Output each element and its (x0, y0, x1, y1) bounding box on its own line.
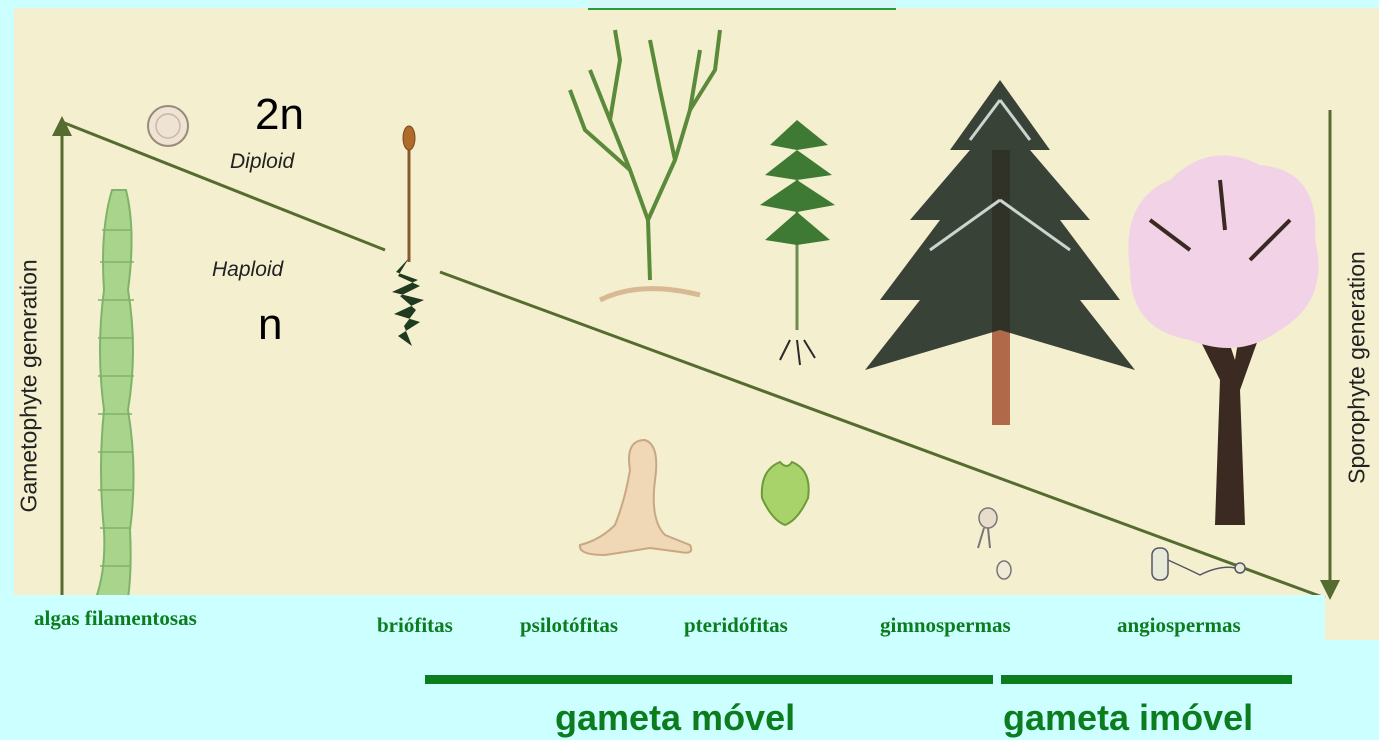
group-label-psilotofitas: psilotófitas (520, 613, 690, 638)
mobile-gamete-label: gameta móvel (555, 697, 795, 739)
group-label-briofitas: briófitas (377, 613, 453, 638)
gametophyte-axis-arrow (52, 116, 72, 598)
gametophyte-axis-label: Gametophyte generation (16, 263, 43, 513)
gymnosperm-gametophyte-illustration (978, 508, 1011, 579)
psilotophyte-gametophyte-illustration (580, 440, 691, 555)
group-label-algas: algas filamentosas (34, 606, 197, 631)
moss-illustration (392, 126, 424, 346)
immobile-gamete-bar (1001, 675, 1292, 684)
sporophyte-axis-label: Sporophyte generation (1344, 243, 1371, 493)
psilotophyte-illustration (570, 30, 720, 300)
haploid-label: Haploid (212, 258, 283, 282)
sporophyte-axis-arrow (1320, 110, 1340, 600)
diploid-ploidy-label: 2n (255, 90, 304, 140)
fern-illustration (760, 120, 835, 365)
diploid-label: Diploid (230, 150, 294, 174)
immobile-gamete-label: gameta imóvel (1003, 697, 1253, 739)
diploid-haploid-diagonal (62, 122, 1325, 598)
group-label-pteridofitas: pteridófitas (684, 613, 788, 638)
zygote-illustration (148, 106, 188, 146)
life-cycle-diagram (0, 0, 1379, 640)
flowering-tree-illustration (1128, 155, 1318, 525)
mobile-gamete-bar (425, 675, 993, 684)
haploid-ploidy-label: n (258, 300, 282, 350)
group-label-gimnospermas: gimnospermas (880, 613, 1011, 638)
group-label-angiospermas: angiospermas (1117, 613, 1241, 638)
filamentous-alga-illustration (96, 190, 134, 598)
fern-gametophyte-illustration (762, 462, 809, 525)
pine-tree-illustration (865, 80, 1135, 425)
